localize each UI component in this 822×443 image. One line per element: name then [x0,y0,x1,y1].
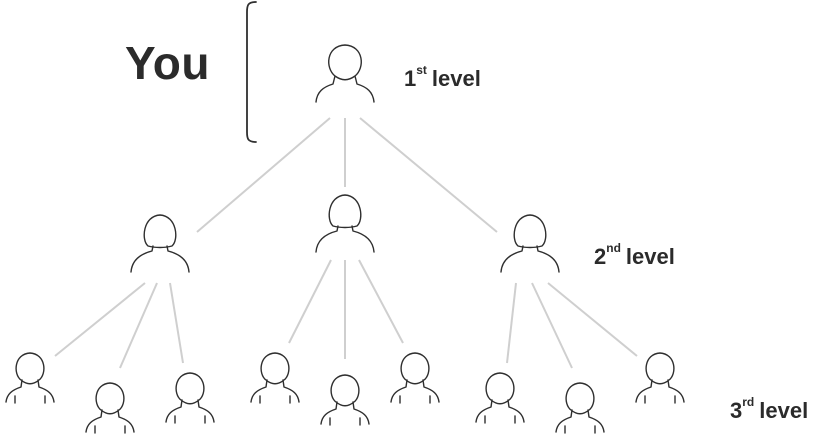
connector-l2-3-to-l3-3 [547,282,638,357]
level-3-suffix: rd [742,395,755,409]
connector-l2-1-to-l3-1 [54,282,146,357]
level-3-person-icon-6 [390,352,440,404]
you-bracket [246,1,257,143]
connector-lines [54,117,638,369]
level-3-person-icon-2 [85,382,135,434]
connector-l2-2-to-l3-1 [288,259,332,344]
level-2-person-icon-2 [315,194,375,253]
level-3-person-icon-5 [320,374,370,426]
connector-l2-1-to-l3-2 [119,282,158,369]
level-2-person-icon-2-shape [315,194,375,253]
level-1-number: 1 [404,66,417,91]
level-3-person-icon-1-shape [5,352,55,404]
level-3-person-icon-5-shape [320,374,370,426]
level-3-word: level [759,398,809,423]
level-3-person-icon-2-shape [85,382,135,434]
level-3-person-icon-6-shape [390,352,440,404]
level-3-person-icon-3-shape [165,372,215,424]
level-3-person-icon-9-shape [635,352,685,404]
level-3-person-icon-1 [5,352,55,404]
level-3-person-icon-7-shape [475,372,525,424]
you-label: You [125,37,210,89]
level-3-person-icon-7 [475,372,525,424]
person-icons [5,44,685,434]
level-2-number: 2 [594,244,607,269]
level-3-person-icon-4 [250,352,300,404]
level-3-person-icon-3 [165,372,215,424]
you-person-icon-shape [315,44,375,103]
connector-root-to-c [359,117,498,233]
connector-l2-3-to-l3-1 [506,282,517,364]
level-2-word: level [625,244,675,269]
level-3-person-icon-8 [555,382,605,434]
level-3-person-icon-8-shape [555,382,605,434]
level-3-person-icon-9 [635,352,685,404]
connector-l2-2-to-l3-3 [358,259,404,344]
level-3-number: 3 [730,398,743,423]
level-3-person-icon-4-shape [250,352,300,404]
connector-root-to-a [196,117,331,233]
connector-l2-1-to-l3-3 [169,282,184,364]
connector-l2-3-to-l3-2 [531,282,573,369]
you-person-icon [315,44,375,103]
level-2-person-icon-3-shape [500,214,560,273]
level-1-word: level [431,66,481,91]
level-2-suffix: nd [606,241,621,255]
level-2-person-icon-3 [500,214,560,273]
level-1-suffix: st [416,63,427,77]
level-2-person-icon-1 [130,214,190,273]
level-2-person-icon-1-shape [130,214,190,273]
